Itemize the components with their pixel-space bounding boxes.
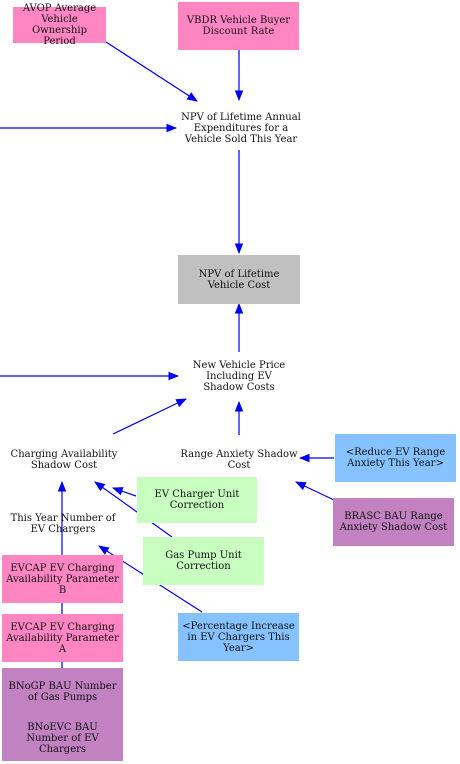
evcap-a-label: EVCAP EV Charging Availability Parameter… [6, 621, 119, 655]
this-year-ev-chargers-node[interactable]: This Year Number of EV Chargers [2, 510, 124, 538]
brasc-label: BRASC BAU Range Anxiety Shadow Cost [339, 511, 448, 533]
ev-charger-unit-correction-label: EV Charger Unit Correction [154, 489, 240, 511]
gas-pump-unit-correction-label: Gas Pump Unit Correction [165, 550, 242, 572]
vbdr-node[interactable]: VBDR Vehicle Buyer Discount Rate [178, 2, 299, 50]
bnogp-node[interactable]: BNoGP BAU Number of Gas Pumps [2, 668, 123, 716]
bnoevc-node[interactable]: BNoEVC BAU Number of EV Chargers [2, 715, 123, 761]
pct-increase-ev-chargers-label: <Percentage Increase in EV Chargers This… [182, 620, 295, 654]
charging-availability-label: Charging Availability Shadow Cost [10, 449, 118, 471]
pct-increase-ev-chargers-node[interactable]: <Percentage Increase in EV Chargers This… [178, 613, 299, 661]
avop-label: AVOP Average Vehicle Ownership Period [22, 3, 97, 47]
npv-vehicle-cost-label: NPV of Lifetime Vehicle Cost [198, 268, 280, 291]
charging-availability-node[interactable]: Charging Availability Shadow Cost [5, 446, 123, 474]
new-vehicle-price-node[interactable]: New Vehicle Price Including EV Shadow Co… [186, 356, 292, 396]
ev-charger-unit-correction-node[interactable]: EV Charger Unit Correction [137, 477, 257, 523]
evcap-b-label: EVCAP EV Charging Availability Parameter… [6, 562, 119, 596]
arrow-avop-to-npv-annual [105, 41, 198, 102]
reduce-ev-range-node[interactable]: <Reduce EV Range Anxiety This Year> [335, 434, 456, 482]
range-anxiety-node[interactable]: Range Anxiety Shadow Cost [177, 446, 301, 474]
arrow-gas-pump-correction-to-charging [94, 481, 173, 538]
arrow-ev-charger-correction-to-charging [111, 487, 137, 497]
reduce-ev-range-label: <Reduce EV Range Anxiety This Year> [345, 447, 446, 469]
evcap-a-node[interactable]: EVCAP EV Charging Availability Parameter… [2, 614, 123, 662]
vbdr-label: VBDR Vehicle Buyer Discount Rate [186, 15, 291, 37]
brasc-node[interactable]: BRASC BAU Range Anxiety Shadow Cost [333, 498, 454, 546]
gas-pump-unit-correction-node[interactable]: Gas Pump Unit Correction [143, 537, 264, 585]
npv-vehicle-cost-node[interactable]: NPV of Lifetime Vehicle Cost [178, 255, 300, 304]
npv-annual-node[interactable]: NPV of Lifetime Annual Expenditures for … [176, 108, 306, 148]
evcap-b-node[interactable]: EVCAP EV Charging Availability Parameter… [2, 555, 123, 603]
npv-annual-label: NPV of Lifetime Annual Expenditures for … [181, 111, 301, 145]
arrow-charging-to-new-price [112, 398, 187, 435]
arrow-brasc-to-range [295, 481, 335, 501]
avop-node[interactable]: AVOP Average Vehicle Ownership Period [13, 3, 106, 47]
new-vehicle-price-label: New Vehicle Price Including EV Shadow Co… [192, 359, 286, 393]
bnoevc-label: BNoEVC BAU Number of EV Chargers [26, 721, 99, 755]
bnogp-label: BNoGP BAU Number of Gas Pumps [8, 681, 117, 703]
this-year-ev-chargers-label: This Year Number of EV Chargers [10, 513, 116, 535]
range-anxiety-label: Range Anxiety Shadow Cost [180, 449, 298, 471]
